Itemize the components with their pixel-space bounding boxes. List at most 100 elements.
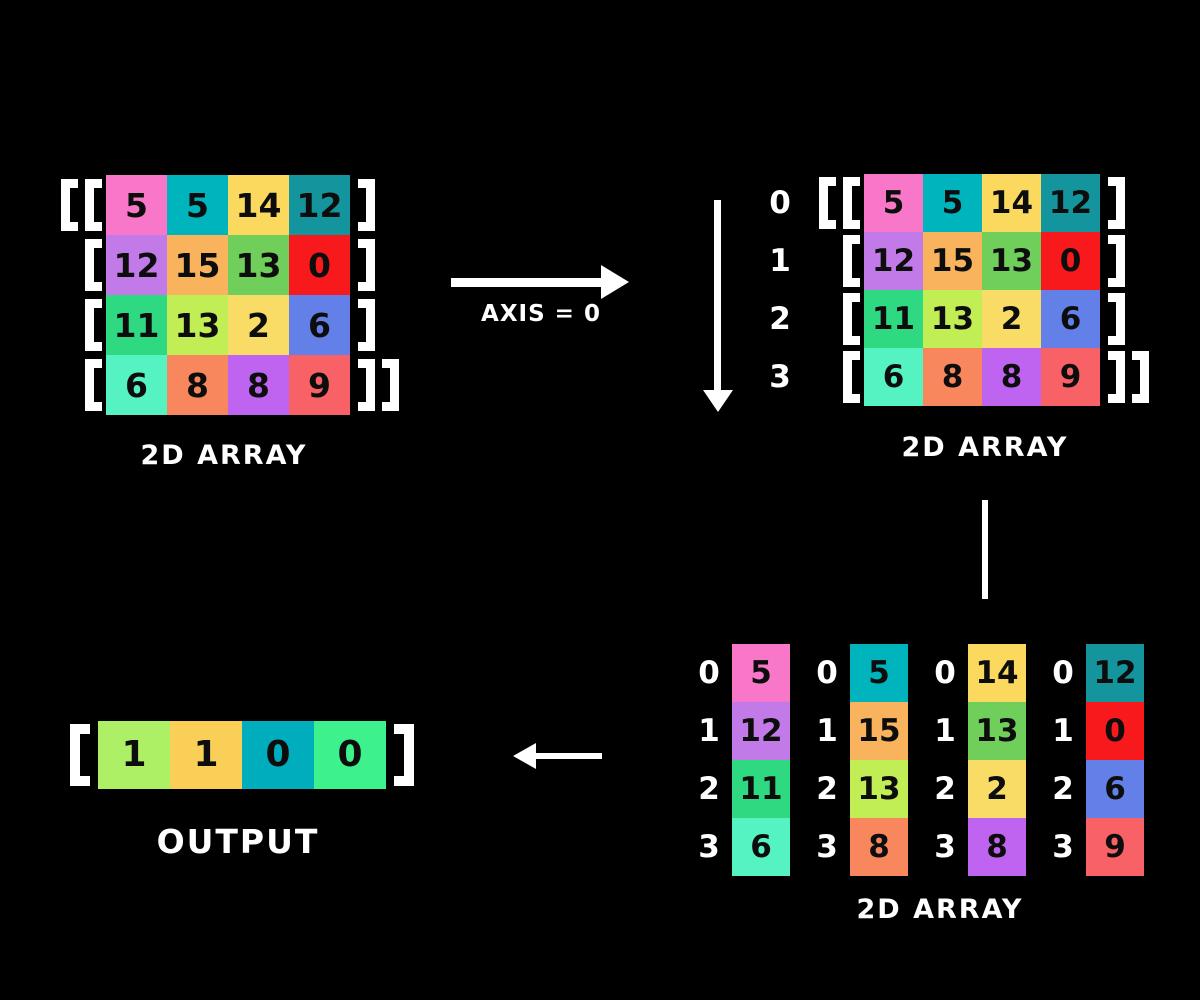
matrix-row: 5 5 14 12 <box>44 175 412 235</box>
bracket-zone <box>1100 293 1162 345</box>
matrix-cell: 5 <box>864 174 923 232</box>
close-bracket-icon <box>394 724 414 786</box>
matrix-cell: 9 <box>1041 348 1100 406</box>
matrix-cell: 12 <box>289 175 350 235</box>
open-bracket-icon <box>843 293 860 345</box>
bracket-zone <box>44 359 106 411</box>
row-index: 2 <box>816 770 838 807</box>
column-group: 0 1 2 3 5 12 11 6 <box>692 644 790 876</box>
matrix-cell: 8 <box>167 355 228 415</box>
close-bracket-icon <box>1108 351 1125 403</box>
matrix-cell: 5 <box>106 175 167 235</box>
matrix-cell: 0 <box>289 235 350 295</box>
matrix-cell: 15 <box>167 235 228 295</box>
open-bracket-icon <box>85 359 102 411</box>
bracket-zone <box>1100 177 1162 229</box>
matrix-cell: 2 <box>968 760 1026 818</box>
close-bracket-icon <box>1108 293 1125 345</box>
array-columns-view: 0 1 2 3 5 12 11 6 0 1 2 3 5 15 13 8 0 1 <box>692 644 1144 876</box>
label-2d-array-top-left: 2D ARRAY <box>140 440 308 471</box>
matrix-row: 6 8 8 9 <box>44 355 412 415</box>
open-bracket-icon <box>843 177 860 229</box>
matrix-cell: 2 <box>982 290 1041 348</box>
matrix-cell: 12 <box>864 232 923 290</box>
bracket-zone <box>350 359 412 411</box>
matrix-cell: 0 <box>1041 232 1100 290</box>
column-index-list: 0 1 2 3 <box>692 644 726 876</box>
output-array: 1 1 0 0 <box>70 721 414 789</box>
output-cell: 0 <box>242 721 314 789</box>
bracket-zone <box>44 299 106 351</box>
matrix-cell: 5 <box>732 644 790 702</box>
matrix-cell: 11 <box>864 290 923 348</box>
row-index: 2 <box>1052 770 1074 807</box>
row-index: 1 <box>1052 712 1074 749</box>
bracket-zone <box>802 235 864 287</box>
row-index: 1 <box>816 712 838 749</box>
matrix-cell: 9 <box>1086 818 1144 876</box>
matrix-cell: 8 <box>982 348 1041 406</box>
matrix-row: 1 12 15 13 0 <box>758 232 1162 290</box>
row-index: 0 <box>698 654 720 691</box>
bracket-zone <box>802 351 864 403</box>
matrix-cell: 6 <box>732 818 790 876</box>
arrow-down-head-icon <box>703 390 733 412</box>
close-bracket-icon <box>358 359 375 411</box>
close-bracket-icon <box>358 179 375 231</box>
matrix-cell: 12 <box>1041 174 1100 232</box>
column-group: 0 1 2 3 12 0 6 9 <box>1046 644 1144 876</box>
matrix-cell: 13 <box>968 702 1026 760</box>
matrix-cell: 6 <box>864 348 923 406</box>
matrix-cell: 2 <box>228 295 289 355</box>
matrix-cell: 12 <box>106 235 167 295</box>
open-bracket-icon <box>70 724 90 786</box>
row-index: 0 <box>934 654 956 691</box>
output-arrow-group <box>513 741 603 771</box>
close-bracket-icon <box>358 239 375 291</box>
bracket-zone <box>802 293 864 345</box>
close-bracket-icon <box>358 299 375 351</box>
matrix-cell: 15 <box>923 232 982 290</box>
matrix-row: 12 15 13 0 <box>44 235 412 295</box>
connector-line-icon <box>982 500 988 599</box>
row-index: 2 <box>769 300 791 337</box>
matrix-cell: 13 <box>850 760 908 818</box>
matrix-cell: 0 <box>1086 702 1144 760</box>
close-bracket-icon <box>382 359 399 411</box>
column-index-list: 0 1 2 3 <box>1046 644 1080 876</box>
row-index: 0 <box>816 654 838 691</box>
bracket-zone <box>1100 351 1162 403</box>
matrix-cell: 6 <box>1086 760 1144 818</box>
open-bracket-icon <box>85 239 102 291</box>
matrix-cell: 9 <box>289 355 350 415</box>
matrix-cell: 14 <box>982 174 1041 232</box>
column-index-list: 0 1 2 3 <box>928 644 962 876</box>
row-index: 1 <box>934 712 956 749</box>
row-index: 3 <box>698 828 720 865</box>
matrix-cell: 12 <box>1086 644 1144 702</box>
bracket-zone <box>350 179 412 231</box>
matrix-row: 3 6 8 8 9 <box>758 348 1162 406</box>
matrix-cell: 5 <box>923 174 982 232</box>
bracket-zone <box>44 179 106 231</box>
open-bracket-icon <box>85 179 102 231</box>
matrix-cell: 11 <box>732 760 790 818</box>
output-cell: 1 <box>170 721 242 789</box>
matrix-cell: 15 <box>850 702 908 760</box>
label-output: OUTPUT <box>156 822 320 861</box>
matrix-cell: 6 <box>289 295 350 355</box>
matrix-cell: 6 <box>106 355 167 415</box>
matrix-cell: 13 <box>167 295 228 355</box>
matrix-cell: 14 <box>228 175 289 235</box>
open-bracket-icon <box>843 351 860 403</box>
row-index: 2 <box>934 770 956 807</box>
row-index: 1 <box>698 712 720 749</box>
column-cells: 5 12 11 6 <box>732 644 790 876</box>
bracket-zone <box>802 177 864 229</box>
arrow-down-shaft-icon <box>714 200 721 392</box>
open-bracket-icon <box>61 179 78 231</box>
row-index: 1 <box>769 242 791 279</box>
matrix-cell: 12 <box>732 702 790 760</box>
matrix-row: 0 5 5 14 12 <box>758 174 1162 232</box>
bracket-zone <box>386 724 414 786</box>
